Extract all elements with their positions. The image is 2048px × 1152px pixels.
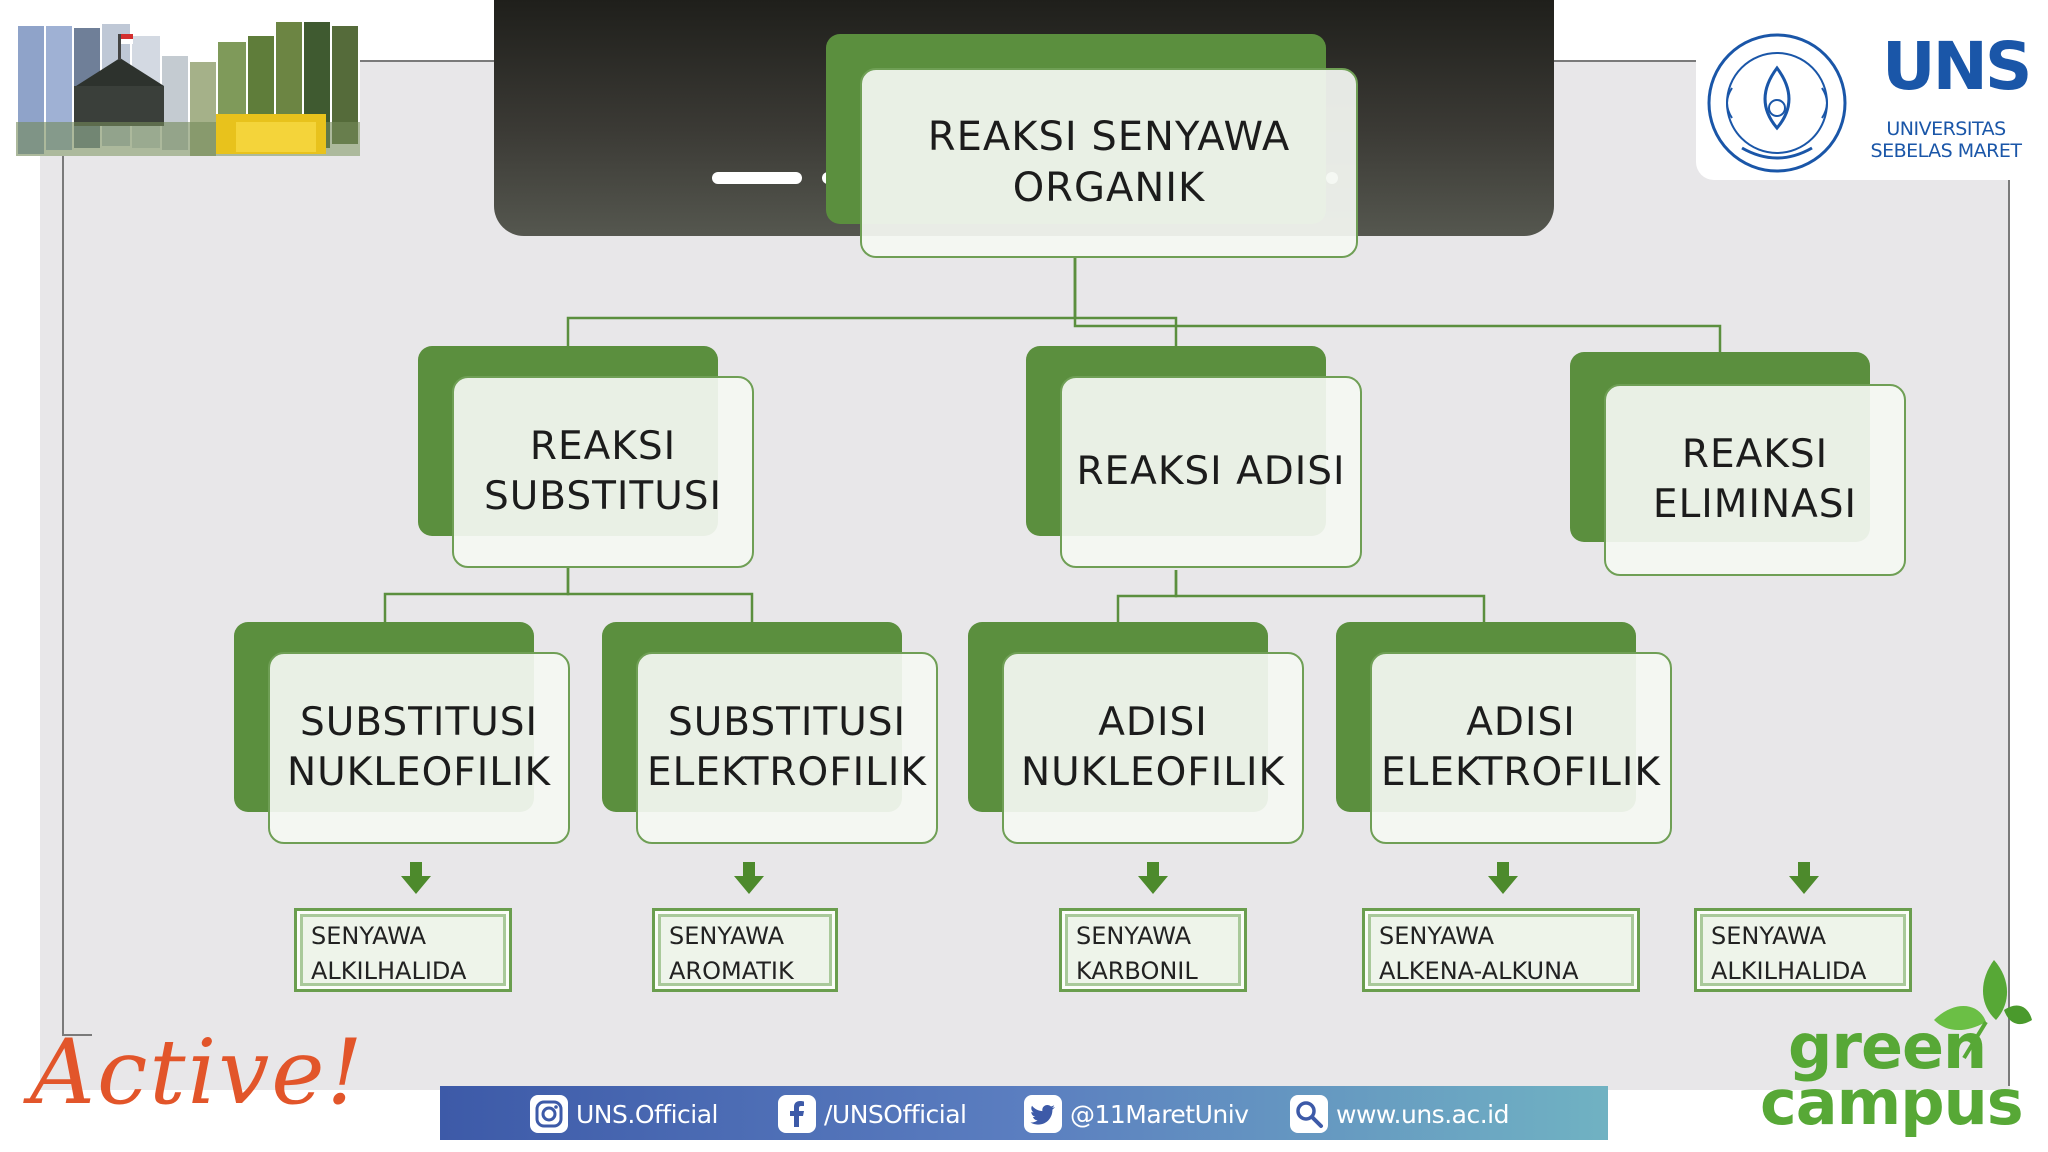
leaf-icon bbox=[1934, 960, 2032, 1060]
campus-photo-collage bbox=[16, 22, 360, 156]
campus-text: campus bbox=[1760, 1066, 2024, 1139]
node-substitusi-nukleofilik-label: SUBSTITUSI NUKLEOFILIK bbox=[268, 652, 570, 844]
arrow-down-icon bbox=[1789, 862, 1819, 894]
connector-add-electrophilic bbox=[1174, 570, 1486, 622]
arrow-down-icon bbox=[1138, 862, 1168, 894]
compound-karbonil: SENYAWA KARBONIL bbox=[1059, 908, 1247, 992]
footer-website[interactable]: www.uns.ac.id bbox=[1290, 1094, 1509, 1134]
node-adisi-elektrofilik-label: ADISI ELEKTROFILIK bbox=[1370, 652, 1672, 844]
frame-top-right bbox=[1552, 60, 1698, 62]
connector-add-nucleophilic bbox=[1116, 570, 1178, 622]
facebook-icon bbox=[778, 1095, 816, 1133]
active-branding-text: Active! bbox=[30, 1020, 365, 1125]
arrow-down-icon bbox=[734, 862, 764, 894]
node-substitusi-elektrofilik-label: SUBSTITUSI ELEKTROFILIK bbox=[636, 652, 938, 844]
arrow-down-icon bbox=[1488, 862, 1518, 894]
node-adisi-nukleofilik-label: ADISI NUKLEOFILIK bbox=[1002, 652, 1304, 844]
twitter-handle: @11MaretUniv bbox=[1070, 1099, 1249, 1129]
uns-emblem-icon bbox=[1707, 33, 1847, 173]
node-reaksi-substitusi-label: REAKSI SUBSTITUSI bbox=[452, 376, 754, 568]
node-reaksi-eliminasi-label: REAKSI ELIMINASI bbox=[1604, 384, 1906, 576]
connector-root-elimination bbox=[1073, 256, 1722, 352]
connector-root-substitution bbox=[566, 256, 1077, 346]
frame-left bbox=[62, 150, 64, 1036]
search-icon bbox=[1290, 1095, 1328, 1133]
connector-sub-electrophilic bbox=[566, 568, 754, 622]
uns-logo-text: UNS bbox=[1882, 28, 2032, 105]
footer-twitter[interactable]: @11MaretUniv bbox=[1024, 1094, 1249, 1134]
compound-alkena-alkuna: SENYAWA ALKENA-ALKUNA bbox=[1362, 908, 1640, 992]
website-url: www.uns.ac.id bbox=[1336, 1099, 1509, 1129]
footer-instagram[interactable]: UNS.Official bbox=[530, 1094, 719, 1134]
frame-bottom bbox=[62, 1034, 92, 1036]
node-root-label: REAKSI SENYAWA ORGANIK bbox=[860, 68, 1358, 258]
arrow-down-icon bbox=[401, 862, 431, 894]
frame-right bbox=[2008, 180, 2010, 1086]
green-text: green bbox=[1788, 1010, 1987, 1083]
compound-alkilhalida-2: SENYAWA ALKILHALIDA bbox=[1694, 908, 1912, 992]
connector-sub-nucleophilic bbox=[383, 568, 570, 622]
node-reaksi-adisi-label: REAKSI ADISI bbox=[1060, 376, 1362, 568]
twitter-icon bbox=[1024, 1095, 1062, 1133]
connector-root-addition bbox=[1073, 256, 1178, 346]
title-band-pill bbox=[712, 172, 802, 184]
footer-facebook[interactable]: /UNSOfficial bbox=[778, 1094, 967, 1134]
instagram-icon bbox=[530, 1095, 568, 1133]
compound-alkilhalida-1: SENYAWA ALKILHALIDA bbox=[294, 908, 512, 992]
facebook-handle: /UNSOfficial bbox=[824, 1099, 967, 1129]
instagram-handle: UNS.Official bbox=[576, 1099, 719, 1129]
uns-logo-line2: SEBELAS MARET bbox=[1870, 140, 2022, 162]
compound-aromatik: SENYAWA AROMATIK bbox=[652, 908, 838, 992]
uns-logo-line1: UNIVERSITAS bbox=[1886, 118, 2006, 140]
